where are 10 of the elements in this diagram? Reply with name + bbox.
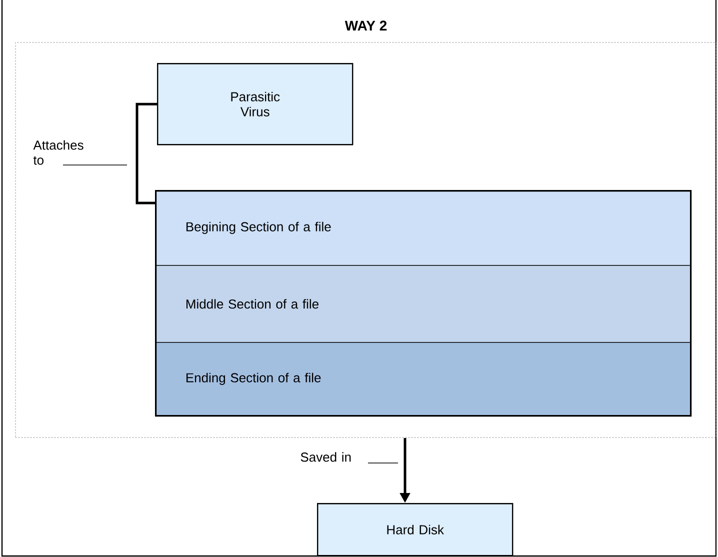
process-box: Parasitic Virus [157, 63, 354, 146]
process-box: Hard Disk [317, 503, 514, 556]
file-box [155, 190, 692, 417]
region-title: WAY 2 [344, 20, 387, 30]
file-section: Middle Section of a file [155, 265, 691, 343]
edge-label: Attaches to [33, 140, 84, 165]
file-section: Ending Section of a file [155, 342, 691, 416]
connector [136, 102, 157, 204]
file-section: Begining Section of a file [155, 190, 691, 266]
edge-label: Saved in [300, 452, 351, 462]
